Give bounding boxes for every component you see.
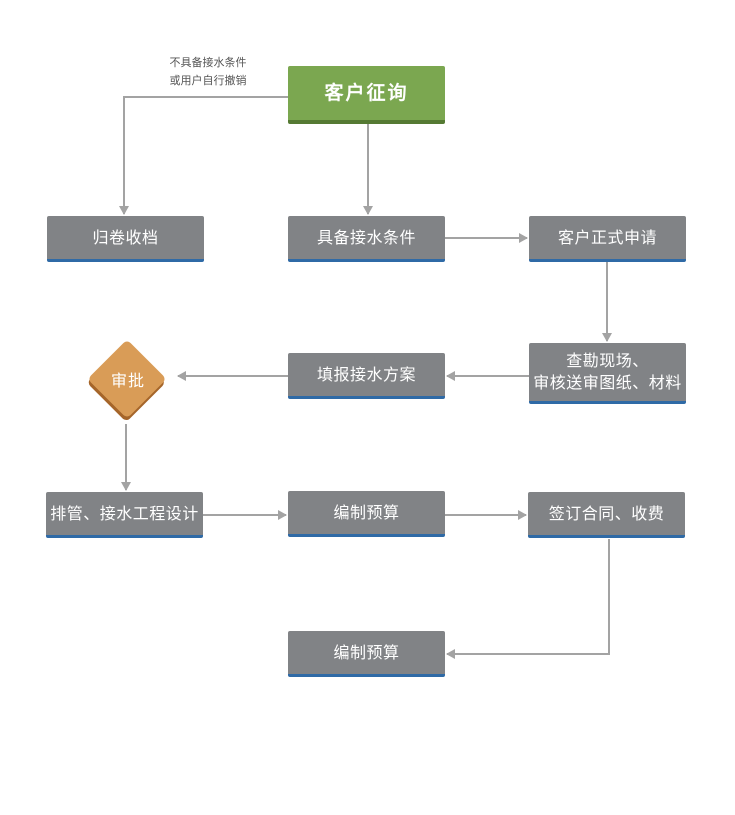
node-fill-plan: 填报接水方案 [288,353,445,399]
node-site-survey-label-1: 查勘现场、 [566,351,649,370]
node-approval: 审批 [87,338,167,419]
node-site-survey-label-2: 审核送审图纸、材料 [533,373,682,392]
node-approval-label: 审批 [110,371,145,390]
node-pipe-design-label: 排管、接水工程设计 [50,503,199,523]
reject-label-line1: 不具备接水条件 [169,56,247,69]
node-budget-1-label: 编制预算 [333,502,400,522]
node-pipe-design: 排管、接水工程设计 [46,492,203,538]
node-budget-2: 编制预算 [288,631,445,677]
node-formal-application-label: 客户正式申请 [557,227,657,247]
edge-contract-to-budget-2 [446,539,610,659]
node-formal-application: 客户正式申请 [529,216,686,262]
node-contract: 签订合同、收费 [528,492,685,538]
node-archive: 归卷收档 [47,216,204,262]
node-budget-2-label: 编制预算 [333,642,400,662]
node-contract-label: 签订合同、收费 [548,503,665,523]
reject-edge-label: 不具备接水条件 或用户自行撤销 [158,54,258,90]
node-has-conditions: 具备接水条件 [288,216,445,262]
node-archive-label: 归卷收档 [92,227,159,247]
node-customer-inquiry: 客户征询 [288,66,445,124]
node-site-survey: 查勘现场、 审核送审图纸、材料 [529,343,686,404]
node-fill-plan-label: 填报接水方案 [316,364,416,384]
node-has-conditions-label: 具备接水条件 [316,227,416,247]
node-customer-inquiry-label: 客户征询 [324,82,409,104]
edge-inquiry-to-archive [119,96,288,215]
reject-label-line2: 或用户自行撤销 [169,74,247,87]
node-budget-1: 编制预算 [288,491,445,537]
